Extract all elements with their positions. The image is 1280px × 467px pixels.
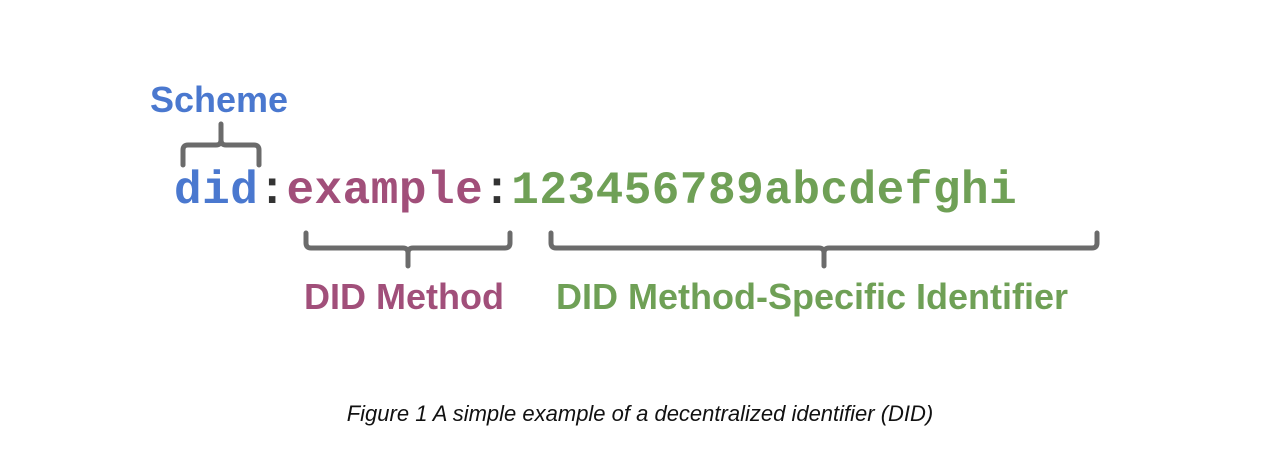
scheme-bracket [180,121,262,168]
did-scheme-text: did [174,165,259,217]
figure-caption: Figure 1 A simple example of a decentral… [346,401,934,426]
did-identifier-text: 123456789abcdefghi [511,165,1018,217]
method-bracket [303,230,513,269]
did-string: did:example:123456789abcdefghi [174,168,1017,214]
method-label: DID Method [304,276,504,317]
did-colon-2: : [483,165,512,217]
did-colon-1: : [258,165,287,217]
identifier-bracket [548,230,1100,269]
identifier-label: DID Method-Specific Identifier [556,276,1069,317]
scheme-label: Scheme [150,79,289,120]
did-method-text: example [286,165,484,217]
